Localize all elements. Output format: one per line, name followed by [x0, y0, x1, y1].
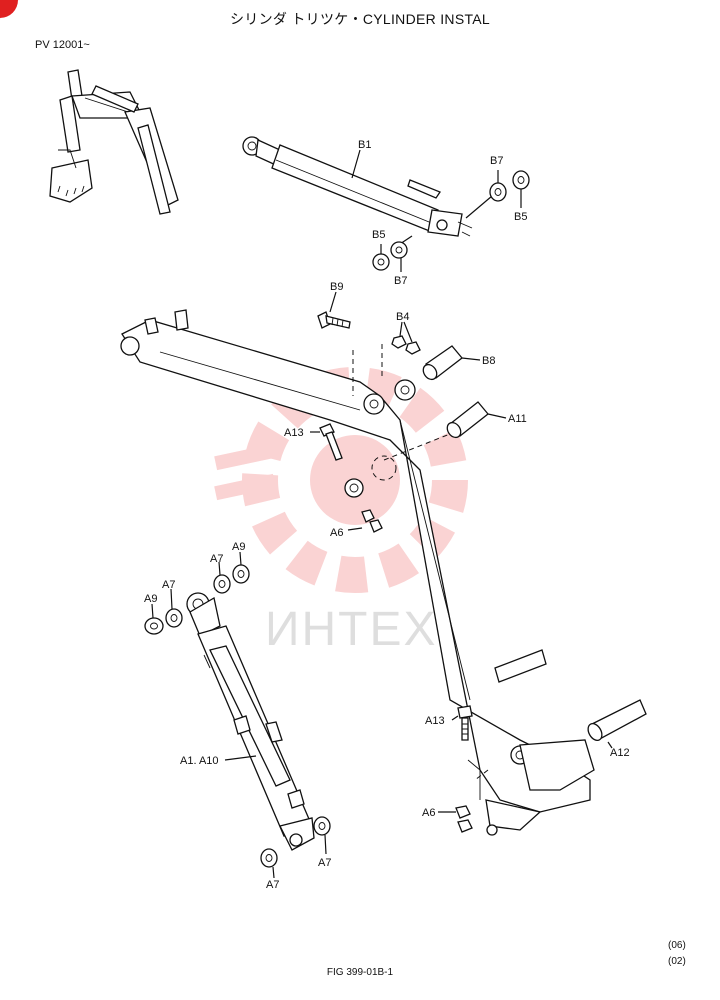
revision-code-1: (06) — [668, 940, 686, 951]
page-title: シリンダ トリツケ・CYLINDER INSTAL — [229, 11, 491, 27]
washer-a9-upper — [232, 564, 250, 584]
washer-a7-bottom-right — [313, 816, 331, 836]
label-a11: A11 — [508, 413, 527, 425]
label-b5-top: B5 — [514, 211, 527, 223]
revision-code-2: (02) — [668, 956, 686, 967]
nuts-b4 — [391, 335, 421, 355]
pin-b8 — [422, 345, 463, 381]
label-b9: B9 — [330, 281, 343, 293]
corner-mark — [0, 0, 18, 18]
label-b4: B4 — [396, 311, 409, 323]
serial-range-label: PV 12001~ — [35, 39, 90, 51]
bolt-b9 — [317, 311, 351, 329]
label-b8: B8 — [482, 355, 495, 367]
label-a7-bottom-right: A7 — [318, 857, 331, 869]
washer-a7-bottom — [260, 848, 278, 868]
label-b5-left: B5 — [372, 229, 385, 241]
watermark-logo — [0, 0, 468, 593]
watermark-text: ИНТЕХ — [265, 603, 438, 656]
figure-number: FIG 399-01B-1 — [326, 967, 394, 978]
washer-b5-left — [372, 253, 390, 271]
washer-b7-left — [390, 241, 408, 259]
label-a1-a10: A1. A10 — [180, 755, 219, 767]
washer-a7-upper — [213, 574, 231, 594]
excavator-overview-icon — [49, 69, 179, 215]
washer-a9-left — [144, 617, 164, 635]
label-b7-left: B7 — [394, 275, 407, 287]
label-a6-upper: A6 — [330, 527, 343, 539]
washer-a7-left — [165, 608, 183, 628]
label-a9-left: A9 — [144, 593, 157, 605]
washer-b5-top — [512, 170, 530, 190]
bolt-a13-lower — [457, 705, 473, 741]
pin-a11 — [446, 401, 489, 439]
pin-a12 — [587, 699, 647, 742]
label-a13-lower: A13 — [425, 715, 445, 727]
label-a9-upper: A9 — [232, 541, 245, 553]
cylinder-a1-a10 — [186, 592, 315, 851]
label-a7-left: A7 — [162, 579, 175, 591]
label-a7-upper: A7 — [210, 553, 223, 565]
nuts-a6-lower — [455, 805, 473, 833]
nuts-a6-upper — [361, 509, 383, 533]
cylinder-b1 — [242, 136, 473, 237]
label-a6-lower: A6 — [422, 807, 435, 819]
label-b7-top: B7 — [490, 155, 503, 167]
label-a13-upper: A13 — [284, 427, 304, 439]
label-b1: B1 — [358, 139, 371, 151]
bolt-a13-upper — [319, 423, 343, 461]
label-a12: A12 — [610, 747, 630, 759]
washer-b7-top — [489, 182, 507, 202]
boom-arm — [120, 309, 595, 836]
label-a7-bottom: A7 — [266, 879, 279, 891]
